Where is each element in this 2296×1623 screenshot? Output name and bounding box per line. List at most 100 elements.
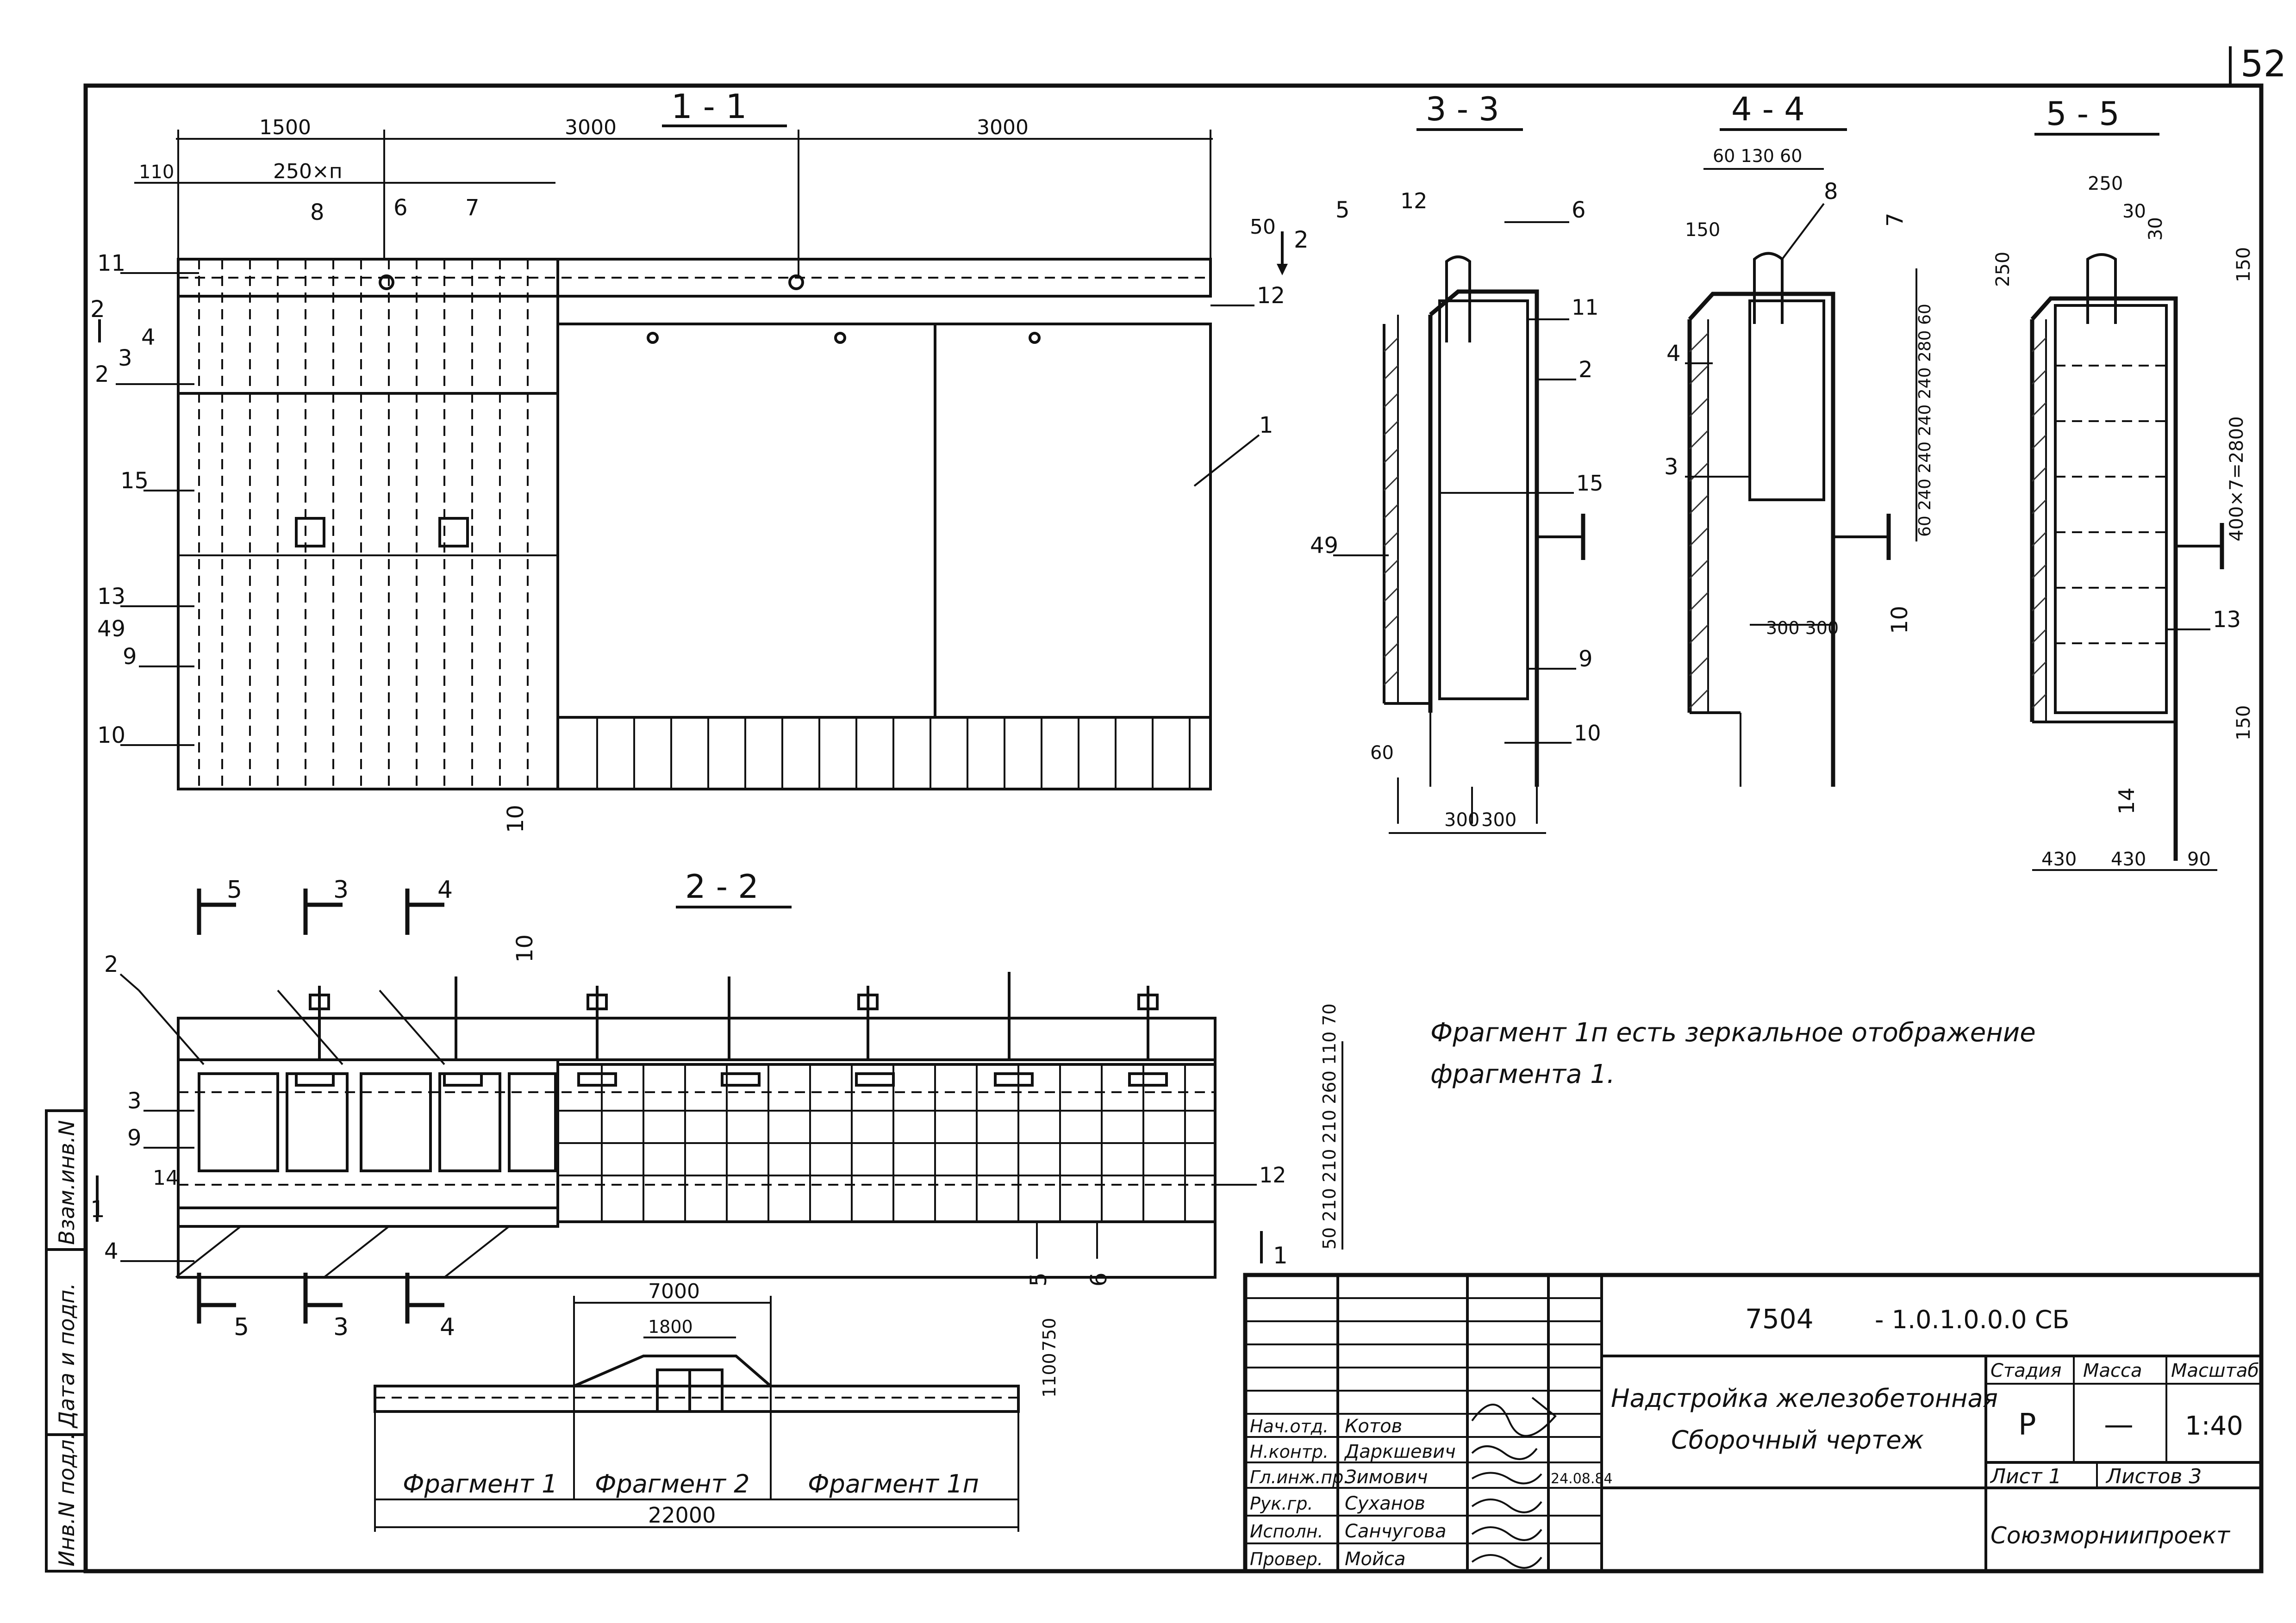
label-1: 1 (1259, 412, 1273, 438)
dim-5-5-90: 90 (2187, 849, 2211, 870)
sheet-number: 52 (2240, 44, 2286, 85)
col-mass: Масса (2083, 1360, 2142, 1381)
role-name-5: Мойса (1345, 1548, 1405, 1570)
cut-mark-4-top: 4 (437, 876, 453, 904)
side-stamp-vzam: Взам.инв.N (54, 1120, 79, 1245)
label-12: 12 (1257, 283, 1285, 309)
dim-5-5-430-b: 430 (2111, 849, 2146, 870)
note-line-2: фрагмента 1. (1430, 1059, 1615, 1089)
label-2-2-9: 9 (127, 1125, 142, 1151)
dim-5-5-30-a: 30 (2122, 201, 2146, 222)
mass-value: — (2104, 1408, 2134, 1442)
signatures (1471, 1397, 1557, 1569)
dim-3000-b: 3000 (977, 116, 1029, 139)
doc-code-a: 7504 (1745, 1303, 1814, 1335)
section-5-5: 5 - 5 250 30 30 250 150 400×7=2800 150 (1992, 95, 2254, 871)
dim-5-5-250: 250 (2088, 173, 2123, 194)
label-3-3-5: 5 (1335, 197, 1350, 223)
label-3-3-2: 2 (1578, 357, 1593, 383)
dim-5-5-150-a: 150 (2233, 247, 2254, 282)
cut-mark-5-top: 5 (227, 876, 242, 904)
org-name: Союзморниипроект (1990, 1522, 2231, 1549)
sheets-value: Листов 3 (2105, 1465, 2202, 1488)
cut-mark-2-left: 2 (90, 296, 105, 323)
section-4-4: 4 - 4 60 130 60 150 300 300 60 240 240 2… (1664, 90, 1934, 787)
section-title-3-3: 3 - 3 (1426, 90, 1499, 128)
cut-mark-4-bottom: 4 (440, 1313, 455, 1341)
col-scale: Масштаб (2171, 1360, 2259, 1381)
label-3-3-49: 49 (1310, 533, 1338, 559)
dim-5-5-30-b: 30 (2145, 217, 2166, 241)
role-4: Исполн. (1250, 1521, 1323, 1542)
dim-3000-a: 3000 (565, 116, 617, 139)
label-8: 8 (310, 199, 324, 225)
label-3: 3 (118, 345, 132, 371)
role-date-2: 24.08.84 (1551, 1471, 1613, 1487)
doc-title-1: Надстройка железобетонная (1611, 1384, 1998, 1413)
label-6: 6 (393, 195, 408, 221)
dim-5-5-400: 400×7=2800 (2226, 416, 2247, 541)
role-name-4: Санчугова (1345, 1521, 1446, 1542)
cut-mark-3-bottom: 3 (333, 1313, 349, 1341)
dim-4-4-150: 150 (1685, 219, 1720, 241)
doc-code-b: - 1.0.1.0.0.0 СБ (1875, 1305, 2070, 1334)
label-2-2-14: 14 (153, 1166, 179, 1190)
label-3-3-10: 10 (1574, 721, 1601, 746)
role-1: Н.контр. (1250, 1442, 1329, 1462)
label-5-5-14: 14 (2114, 787, 2139, 815)
cut-mark-3-top: 3 (333, 876, 349, 904)
side-stamp-date: Дата и подп. (54, 1283, 79, 1429)
plan-frag-1: Фрагмент 1 (403, 1469, 557, 1499)
side-stamp-inv: Инв.N подл. (54, 1433, 79, 1567)
label-4-4-4: 4 (1666, 341, 1681, 367)
label-15: 15 (120, 468, 149, 494)
sheet-value: Лист 1 (1990, 1465, 2061, 1488)
section-1-1: 1 - 1 1500 3000 3000 110 250×п (90, 87, 1309, 833)
plan-dim-750: 750 (1039, 1318, 1060, 1351)
label-10: 10 (97, 722, 125, 748)
dim-4-4-top: 60 130 60 (1713, 146, 1802, 166)
label-3-3-15: 15 (1576, 471, 1603, 496)
title-block: 7504 - 1.0.1.0.0.0 СБ Надстройка железоб… (1243, 1273, 2264, 1573)
role-name-2: Зимович (1345, 1467, 1428, 1488)
cut-mark-5-bottom: 5 (234, 1313, 249, 1341)
label-3-3-12: 12 (1400, 188, 1428, 213)
label-2-2-2: 2 (104, 951, 119, 977)
cut-mark-1-left: 1 (90, 1196, 105, 1223)
label-7: 7 (465, 195, 480, 221)
plan-dim-7000: 7000 (648, 1280, 700, 1303)
dim-3-3-300-a: 300 (1444, 809, 1479, 831)
label-2-2-10: 10 (512, 934, 538, 963)
plan-frag-1p: Фрагмент 1п (808, 1469, 979, 1499)
label-10-bottom: 10 (503, 805, 529, 833)
label-11: 11 (97, 250, 125, 276)
note-line-1: Фрагмент 1п есть зеркальное отображение (1430, 1018, 2036, 1048)
label-5-5-13: 13 (2213, 607, 2241, 633)
side-stamp: Инв.N подл. Дата и подп. Взам.инв.N (45, 1109, 87, 1573)
label-3-3-9: 9 (1578, 646, 1593, 672)
dim-3-3-300-b: 300 (1481, 809, 1516, 831)
label-4-4-10: 10 (1887, 606, 1913, 634)
plan-total: 22000 (648, 1503, 716, 1528)
section-3-3: 3 - 3 60 300 300 5 12 6 (1310, 90, 1603, 834)
dim-5-5-250-side: 250 (1992, 252, 2014, 287)
dim-5-5-430-a: 430 (2041, 849, 2077, 870)
section-title-1-1: 1 - 1 (671, 87, 747, 126)
plan-frag-2: Фрагмент 2 (595, 1469, 749, 1499)
dim-4-4-right: 60 240 240 240 240 280 60 (1915, 304, 1934, 537)
col-stage: Стадия (1990, 1360, 2061, 1381)
label-2-2-4: 4 (104, 1238, 119, 1264)
label-4-4-3: 3 (1664, 454, 1678, 480)
section-title-2-2: 2 - 2 (685, 868, 759, 906)
role-5: Провер. (1250, 1549, 1323, 1569)
dim-3-3-60: 60 (1370, 742, 1394, 764)
label-2-2-6: 6 (1086, 1272, 1112, 1287)
cut-mark-2-right: 2 (1294, 226, 1309, 253)
label-4-4-8: 8 (1824, 179, 1838, 205)
dim-250n: 250×п (273, 160, 343, 183)
scale-value: 1:40 (2185, 1411, 2243, 1441)
label-13: 13 (97, 584, 125, 609)
label-2-2-12: 12 (1259, 1163, 1286, 1188)
role-2: Гл.инж.пр. (1250, 1467, 1349, 1487)
